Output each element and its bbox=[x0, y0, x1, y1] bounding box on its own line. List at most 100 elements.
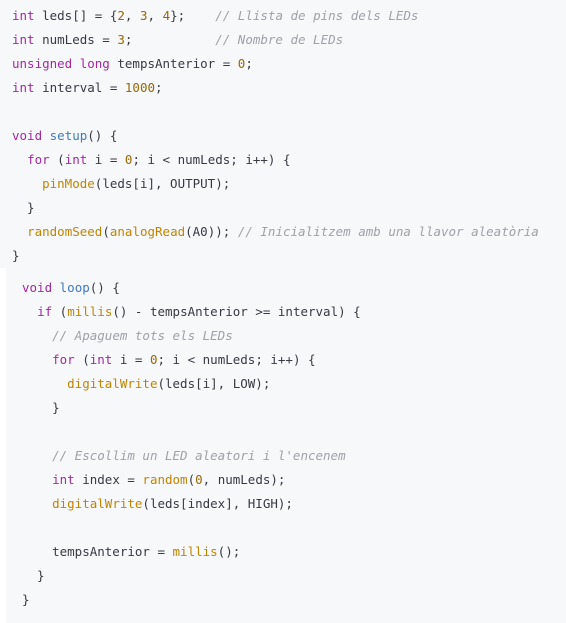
code-token bbox=[22, 376, 67, 391]
code-token: (A0)); bbox=[185, 224, 238, 239]
code-token: loop bbox=[59, 280, 90, 295]
code-token: } bbox=[12, 200, 35, 215]
code-line: for (int i = 0; i < numLeds; i++) { bbox=[22, 348, 316, 372]
code-token: 0 bbox=[237, 56, 246, 71]
code-token: ; i < numLeds; i++) { bbox=[157, 352, 316, 367]
code-token: i = bbox=[87, 152, 125, 167]
code-token: () { bbox=[87, 128, 118, 143]
code-token bbox=[22, 352, 52, 367]
code-token: 0 bbox=[124, 152, 133, 167]
code-line: unsigned long tempsAnterior = 0; bbox=[12, 52, 253, 76]
code-token bbox=[22, 472, 52, 487]
code-line: digitalWrite(leds[i], LOW); bbox=[22, 372, 270, 396]
code-token: tempsAnterior = bbox=[22, 544, 173, 559]
code-token: // Inicialitzem amb una llavor aleatòria bbox=[237, 224, 539, 239]
code-token: interval = bbox=[34, 80, 125, 95]
code-token: (leds[i], OUTPUT); bbox=[94, 176, 231, 191]
code-line: pinMode(leds[i], OUTPUT); bbox=[12, 172, 230, 196]
code-token: pinMode bbox=[42, 176, 95, 191]
code-token: (leds[index], HIGH); bbox=[142, 496, 293, 511]
code-token: 0 bbox=[149, 352, 158, 367]
code-block-loop: void loop() { if (millis() - tempsAnteri… bbox=[6, 268, 566, 623]
code-token bbox=[12, 152, 27, 167]
code-token: millis bbox=[172, 544, 218, 559]
code-token: digitalWrite bbox=[52, 496, 143, 511]
code-token: // Llista de pins dels LEDs bbox=[215, 8, 419, 23]
code-token: int bbox=[64, 152, 88, 167]
code-line: int index = random(0, numLeds); bbox=[22, 468, 285, 492]
code-token: ( bbox=[49, 152, 65, 167]
code-token: randomSeed bbox=[27, 224, 103, 239]
code-token: if bbox=[37, 304, 53, 319]
code-token: index = bbox=[74, 472, 143, 487]
code-line: void loop() { bbox=[22, 276, 120, 300]
code-token: analogRead bbox=[109, 224, 186, 239]
code-block-setup: int leds[] = {2, 3, 4}; // Llista de pin… bbox=[0, 0, 566, 268]
code-token: for bbox=[27, 152, 50, 167]
code-token: 2 bbox=[117, 8, 125, 23]
code-token: int bbox=[12, 8, 35, 23]
code-line: } bbox=[12, 196, 35, 220]
code-token: setup bbox=[49, 128, 88, 143]
code-token: random bbox=[142, 472, 188, 487]
code-token: void bbox=[12, 128, 43, 143]
code-token: , bbox=[124, 8, 140, 23]
code-token: digitalWrite bbox=[67, 376, 158, 391]
code-line: } bbox=[22, 588, 30, 612]
code-token bbox=[42, 128, 50, 143]
code-line: // Escollim un LED aleatori i l'encenem bbox=[22, 444, 346, 468]
code-line: } bbox=[22, 396, 60, 420]
code-token: ( bbox=[74, 352, 90, 367]
code-token: } bbox=[12, 248, 20, 263]
code-line: if (millis() - tempsAnterior >= interval… bbox=[22, 300, 361, 324]
code-token: () { bbox=[89, 280, 120, 295]
code-token: () - tempsAnterior >= interval) { bbox=[112, 304, 361, 319]
code-token: unsigned long bbox=[12, 56, 110, 71]
code-token bbox=[12, 224, 27, 239]
code-token: int bbox=[12, 32, 35, 47]
code-token bbox=[22, 448, 52, 463]
code-line: tempsAnterior = millis(); bbox=[22, 540, 240, 564]
code-token: ( bbox=[52, 304, 68, 319]
code-line: int numLeds = 3; // Nombre de LEDs bbox=[12, 28, 343, 52]
code-token: }; bbox=[170, 8, 216, 23]
code-token: ( bbox=[187, 472, 196, 487]
code-token: int bbox=[89, 352, 113, 367]
code-token: } bbox=[22, 592, 30, 607]
code-token: (leds[i], LOW); bbox=[157, 376, 271, 391]
code-token: leds[] = { bbox=[34, 8, 118, 23]
code-token: int bbox=[12, 80, 35, 95]
code-line: } bbox=[12, 244, 20, 268]
code-token: (); bbox=[217, 544, 241, 559]
code-line: void setup() { bbox=[12, 124, 117, 148]
code-line: randomSeed(analogRead(A0)); // Inicialit… bbox=[12, 220, 539, 244]
code-token: int bbox=[52, 472, 75, 487]
code-token: , numLeds); bbox=[202, 472, 286, 487]
code-token: , bbox=[147, 8, 163, 23]
code-token: // Nombre de LEDs bbox=[215, 32, 344, 47]
code-line: int leds[] = {2, 3, 4}; // Llista de pin… bbox=[12, 4, 418, 28]
code-token: ; i < numLeds; i++) { bbox=[132, 152, 291, 167]
code-line: } bbox=[22, 564, 45, 588]
code-line: digitalWrite(leds[index], HIGH); bbox=[22, 492, 293, 516]
code-line: int interval = 1000; bbox=[12, 76, 163, 100]
code-token: 3 bbox=[117, 32, 125, 47]
code-token bbox=[22, 496, 52, 511]
code-token: ; bbox=[155, 80, 163, 95]
code-token: // Escollim un LED aleatori i l'encenem bbox=[52, 448, 346, 463]
code-token: ( bbox=[102, 224, 110, 239]
code-token: 1000 bbox=[124, 80, 155, 95]
code-token bbox=[22, 304, 37, 319]
code-token: numLeds = bbox=[34, 32, 118, 47]
code-token: ; bbox=[245, 56, 253, 71]
code-token: for bbox=[52, 352, 75, 367]
code-token bbox=[22, 328, 52, 343]
code-token: void bbox=[22, 280, 53, 295]
code-token: 0 bbox=[195, 472, 203, 487]
code-token: tempsAnterior = bbox=[109, 56, 238, 71]
code-token: // Apaguem tots els LEDs bbox=[52, 328, 233, 343]
code-token: i = bbox=[112, 352, 150, 367]
code-token: 4 bbox=[162, 8, 171, 23]
code-token: 3 bbox=[139, 8, 148, 23]
code-line: // Apaguem tots els LEDs bbox=[22, 324, 233, 348]
